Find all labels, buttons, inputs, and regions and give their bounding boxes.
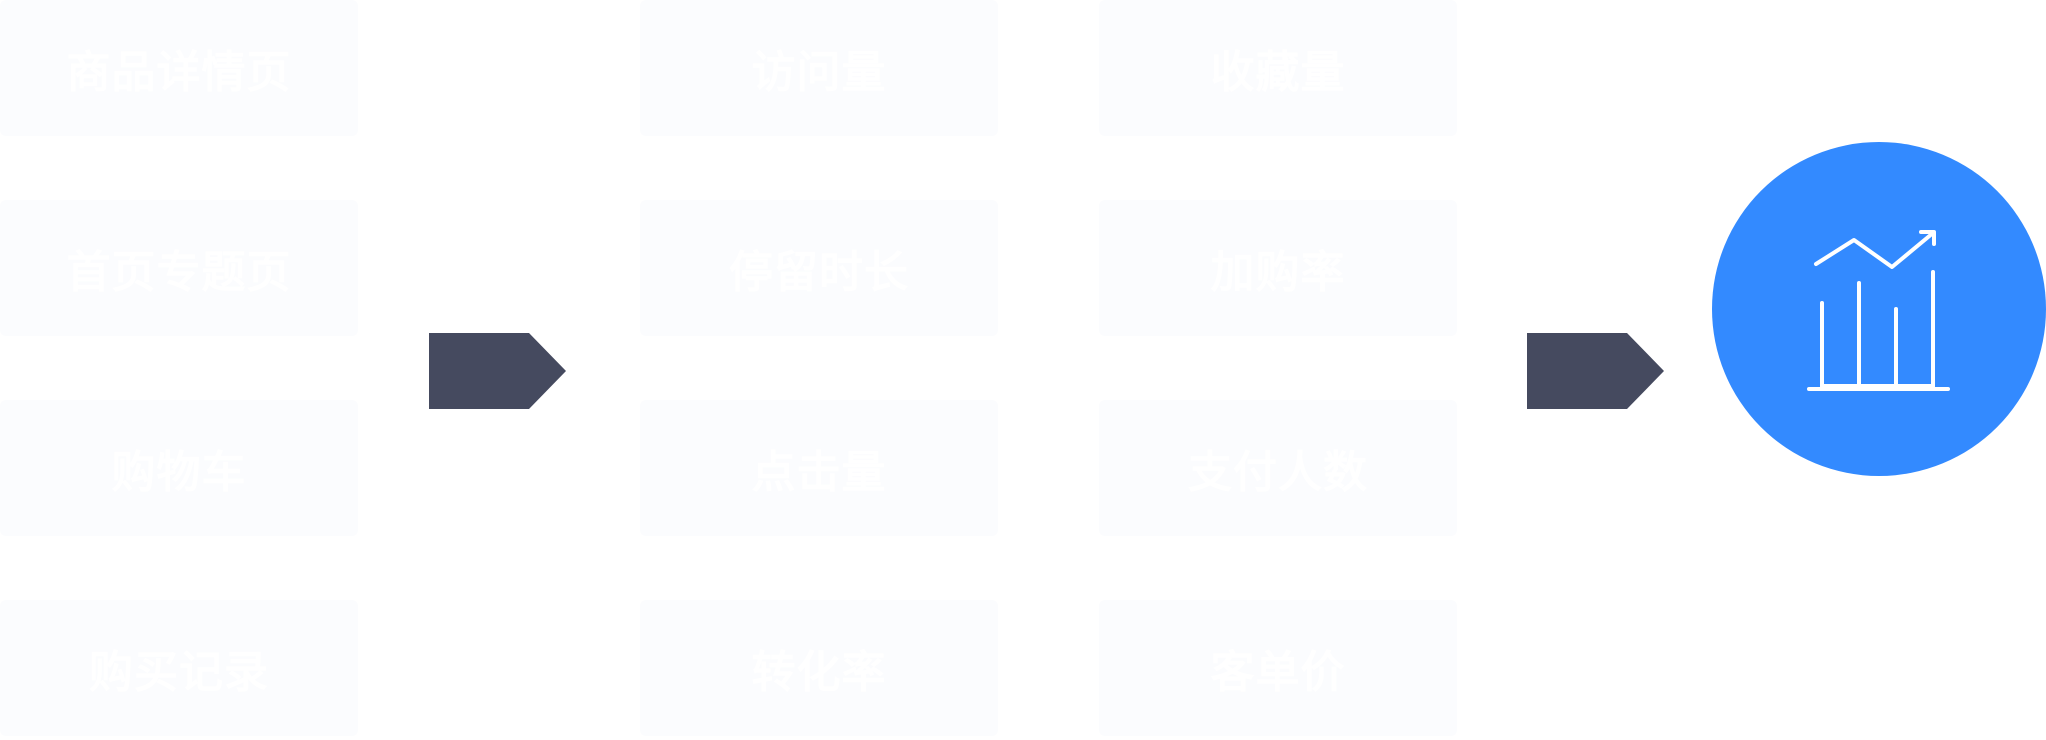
result-circle bbox=[1712, 142, 2046, 476]
metric-a-box-1: 访问量 bbox=[640, 0, 998, 136]
flow-arrow-1 bbox=[429, 333, 566, 409]
metric-a-box-2: 停留时长 bbox=[640, 200, 998, 336]
metric-a-box-3: 点击量 bbox=[640, 400, 998, 536]
metric-a-box-4: 转化率 bbox=[640, 600, 998, 736]
source-box-2: 首页专题页 bbox=[0, 200, 358, 336]
metric-b-box-1: 收藏量 bbox=[1099, 0, 1457, 136]
metric-b-box-4: 客单价 bbox=[1099, 600, 1457, 736]
flow-arrow-2 bbox=[1527, 333, 1664, 409]
bar-chart-trend-icon bbox=[1807, 230, 1950, 391]
metric-b-box-2: 加购率 bbox=[1099, 200, 1457, 336]
metric-b-box-3: 支付人数 bbox=[1099, 400, 1457, 536]
source-box-4: 购买记录 bbox=[0, 600, 358, 736]
source-box-3: 购物车 bbox=[0, 400, 358, 536]
source-box-1: 商品详情页 bbox=[0, 0, 358, 136]
